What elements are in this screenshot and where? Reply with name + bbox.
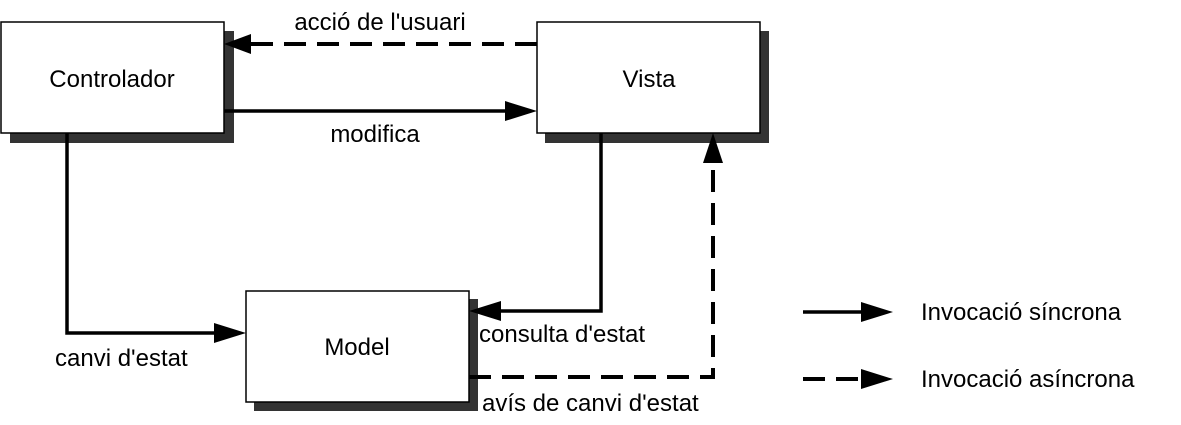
state-change-notice-arrow (469, 160, 715, 379)
state-query-arrowhead (469, 301, 501, 321)
state-change-notice-arrowhead (703, 133, 723, 163)
controlador-label: Controlador (49, 66, 174, 93)
modifies-arrowhead (505, 101, 537, 121)
user-action-label: acció de l'usuari (294, 9, 465, 36)
user-action-arrowhead (224, 34, 251, 54)
state-change-notice-label: avís de canvi d'estat (482, 390, 699, 417)
state-change-label: canvi d'estat (55, 345, 188, 372)
vista-label: Vista (623, 66, 677, 93)
modifies-label: modifica (330, 121, 420, 148)
vista-box (536, 21, 761, 134)
legend-sync-label: Invocació síncrona (921, 299, 1122, 326)
legend-async-arrowhead (861, 369, 893, 389)
legend-async-label: Invocació asíncrona (921, 366, 1135, 393)
state-change-arrow (65, 133, 218, 335)
state-change-arrowhead (214, 323, 246, 343)
controlador-box (0, 21, 225, 134)
model-box (245, 290, 470, 403)
legend-sync-arrowhead (861, 302, 893, 322)
state-query-arrow (497, 133, 603, 313)
model-label: Model (324, 334, 389, 361)
state-query-label: consulta d'estat (479, 321, 645, 348)
